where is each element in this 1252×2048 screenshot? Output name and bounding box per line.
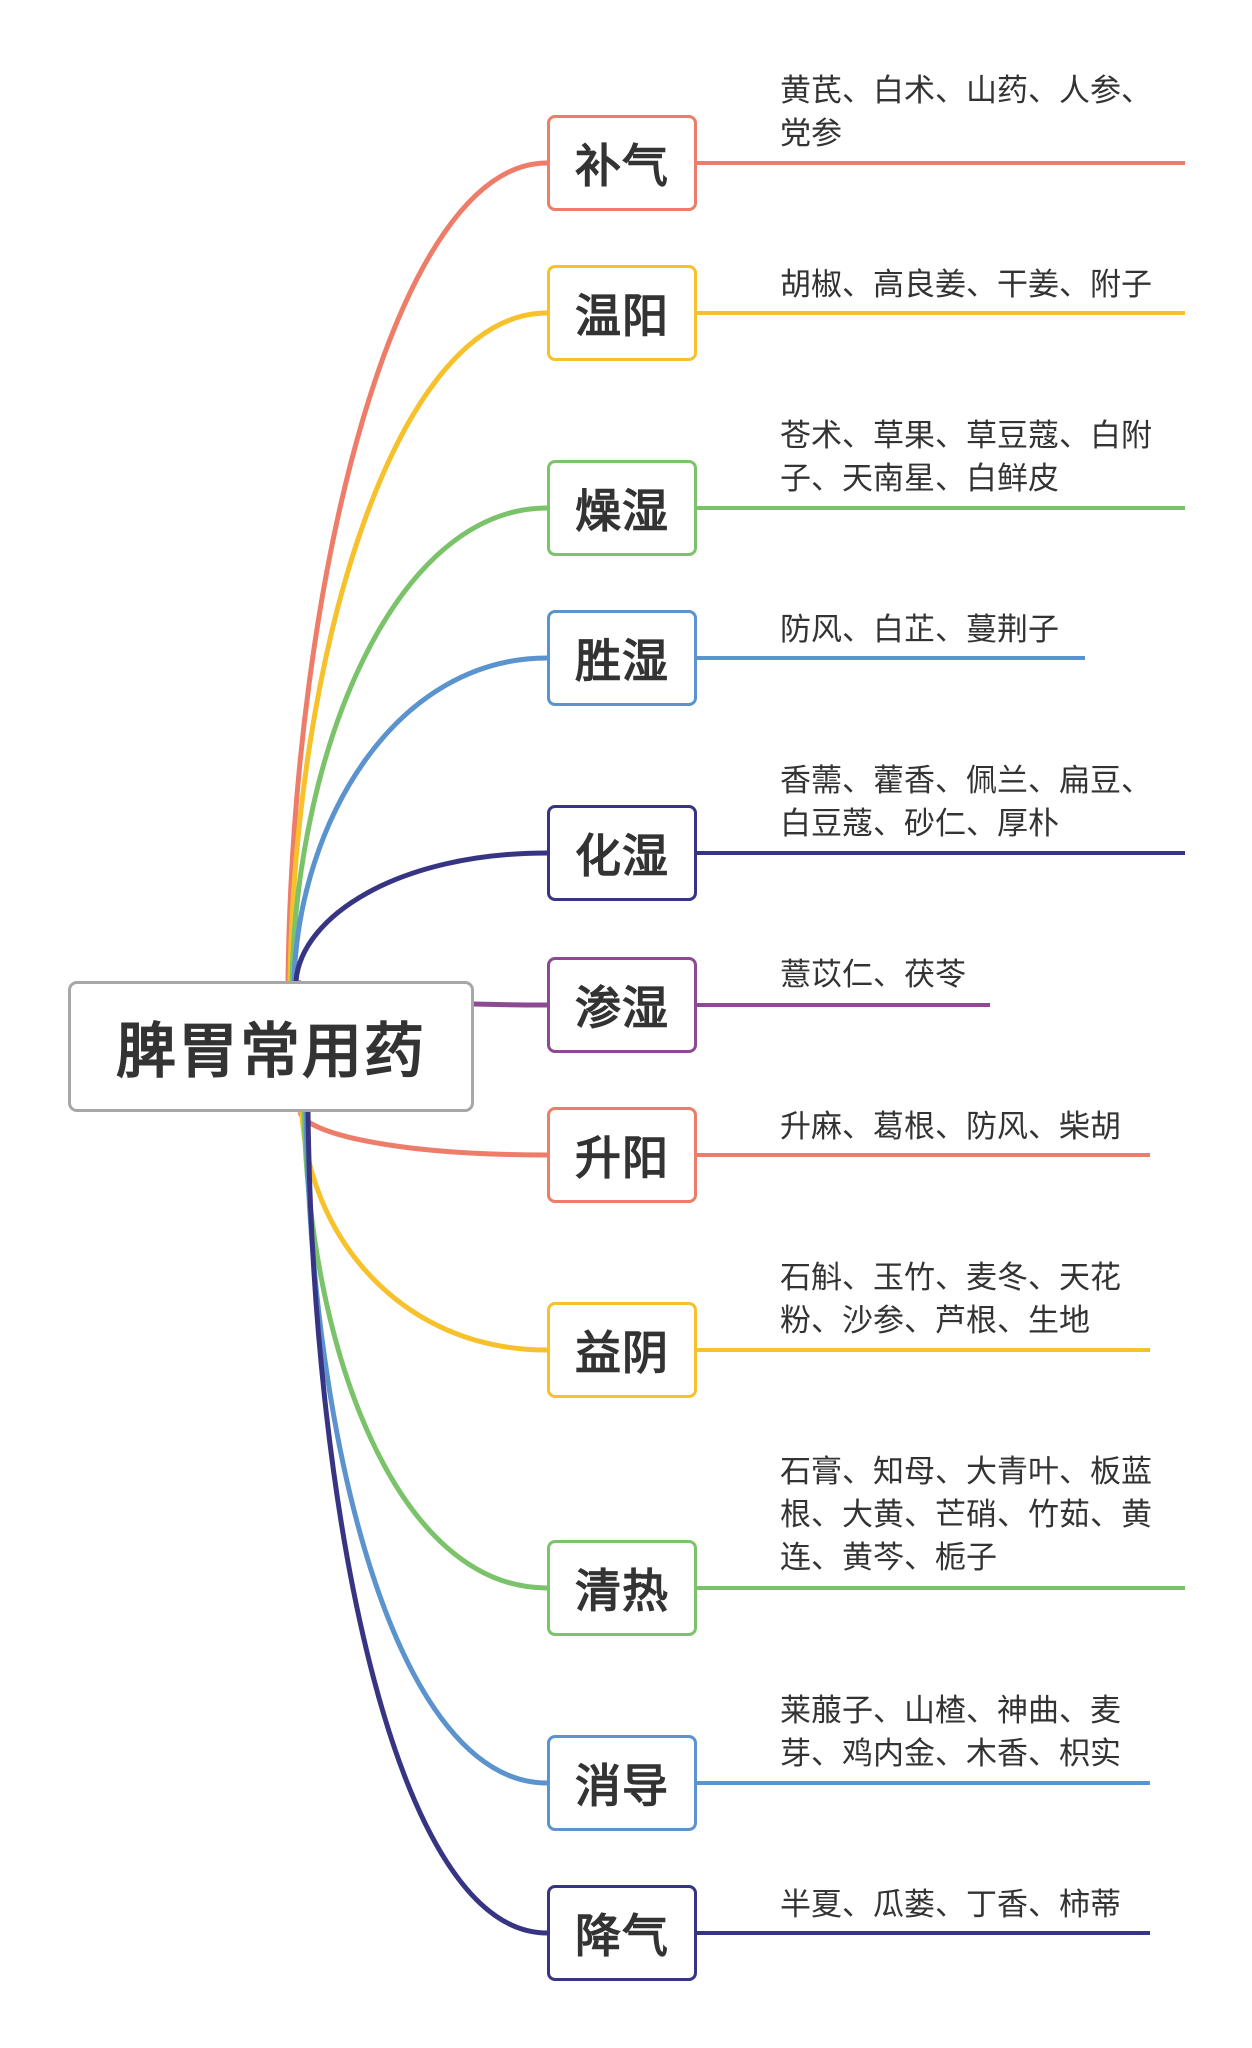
herb-list: 石斛、玉竹、麦冬、天花粉、沙参、芦根、生地 [780, 1260, 1121, 1339]
branch-connector [287, 310, 548, 982]
branch-node-zaoshi[interactable]: 燥湿 [547, 460, 697, 556]
branch-node-xiaodao[interactable]: 消导 [547, 1735, 697, 1831]
branch-connector [293, 850, 548, 982]
branch-connector [303, 1111, 548, 1786]
branch-label: 消导 [575, 1759, 669, 1813]
herb-list: 莱菔子、山楂、神曲、麦芽、鸡内金、木香、枳实 [780, 1693, 1121, 1772]
branch-node-jiangqi[interactable]: 降气 [547, 1885, 697, 1981]
branch-label: 升阳 [575, 1131, 669, 1185]
branch-node-yiyin[interactable]: 益阴 [547, 1302, 697, 1398]
root-label: 脾胃常用药 [116, 1017, 426, 1087]
branch-node-shengshi[interactable]: 胜湿 [547, 610, 697, 706]
herb-list: 半夏、瓜蒌、丁香、柿蒂 [780, 1887, 1121, 1923]
branch-connector [289, 505, 548, 982]
branch-connector [305, 1111, 548, 1936]
branch-node-qingre[interactable]: 清热 [547, 1540, 697, 1636]
root-node[interactable]: 脾胃常用药 [68, 981, 474, 1112]
branch-label: 降气 [575, 1909, 669, 1963]
branch-node-shenshi[interactable]: 渗湿 [547, 957, 697, 1053]
branch-connector [285, 160, 548, 982]
herb-list: 胡椒、高良姜、干姜、附子 [780, 267, 1152, 303]
branch-label: 化湿 [575, 829, 669, 883]
branch-node-huashi[interactable]: 化湿 [547, 805, 697, 901]
branch-label: 燥湿 [575, 484, 669, 538]
branch-connector [297, 1110, 548, 1158]
herb-list: 薏苡仁、茯苓 [780, 957, 966, 993]
herb-list: 苍术、草果、草豆蔻、白附子、天南星、白鲜皮 [780, 418, 1152, 497]
branch-node-buqi[interactable]: 补气 [547, 115, 697, 211]
branch-label: 清热 [575, 1564, 669, 1618]
herb-list: 防风、白芷、蔓荆子 [780, 612, 1059, 648]
branch-label: 渗湿 [575, 981, 669, 1035]
branch-node-shengyang[interactable]: 升阳 [547, 1107, 697, 1203]
branch-label: 补气 [575, 139, 669, 193]
branch-node-wenyang[interactable]: 温阳 [547, 265, 697, 361]
herb-list: 石膏、知母、大青叶、板蓝根、大黄、芒硝、竹茹、黄连、黄芩、栀子 [780, 1454, 1152, 1576]
herb-list: 升麻、葛根、防风、柴胡 [780, 1109, 1121, 1145]
branch-connector [291, 655, 548, 982]
branch-label: 温阳 [575, 289, 669, 343]
herb-list: 香薷、藿香、佩兰、扁豆、白豆蔻、砂仁、厚朴 [780, 763, 1152, 842]
herb-list: 黄芪、白术、山药、人参、党参 [780, 73, 1152, 152]
branch-label: 益阴 [575, 1326, 669, 1380]
branch-label: 胜湿 [575, 634, 669, 688]
